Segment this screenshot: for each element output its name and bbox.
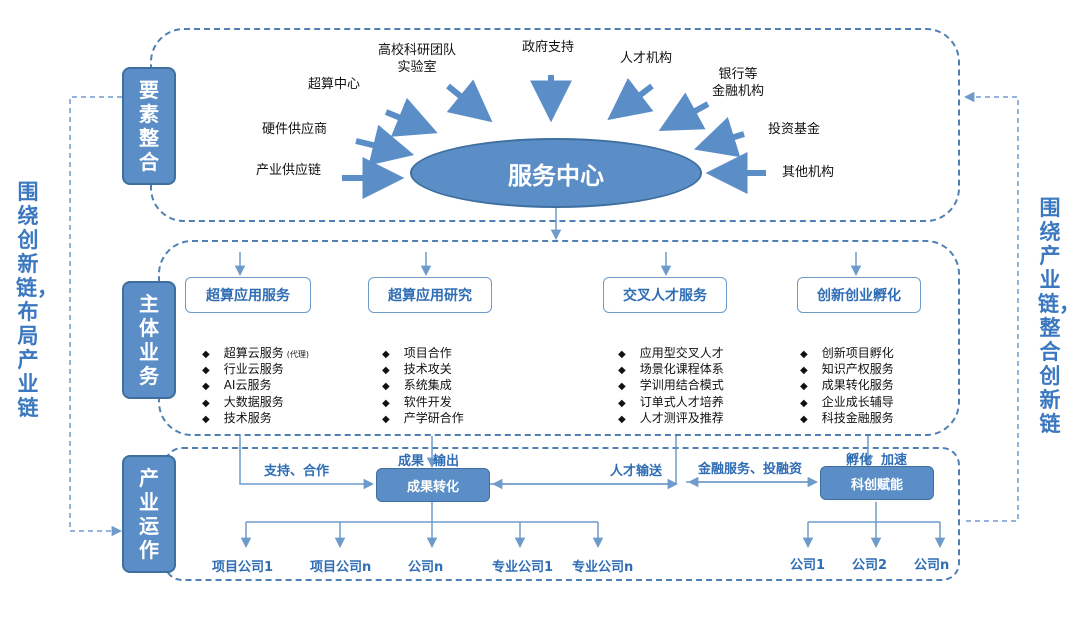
list-item: 人才测评及推荐	[618, 411, 724, 427]
agent-note: (代理)	[286, 350, 309, 359]
right-side-caption: 围绕产业链，整合创新链	[1038, 196, 1080, 436]
service-list-app-service: 超算云服务(代理) 行业云服务 AI云服务 大数据服务 技术服务	[202, 346, 309, 427]
company-professional-1: 专业公司1	[492, 560, 554, 575]
incubation-acceleration-label: 孵化 加速	[846, 453, 908, 468]
list-item: 行业云服务	[202, 362, 309, 378]
list-item: 技术攻关	[382, 362, 464, 378]
list-item: 科技金融服务	[800, 411, 894, 427]
service-box-supercomputing-app-service: 超算应用服务	[185, 277, 311, 313]
section-tab-main-business: 主体业务	[122, 281, 176, 399]
list-item: 场景化课程体系	[618, 362, 724, 378]
list-item: 成果转化服务	[800, 378, 894, 394]
sci-tech-empowerment-box: 科创赋能	[820, 466, 934, 500]
source-government: 政府支持	[522, 40, 575, 55]
company-2: 公司2	[852, 558, 888, 573]
service-list-app-research: 项目合作 技术攻关 系统集成 软件开发 产学研合作	[382, 346, 464, 427]
left-side-caption: 围绕创新链，布局产业链	[16, 180, 58, 420]
list-item: 软件开发	[382, 395, 464, 411]
source-university: 高校科研团队 实验室	[378, 43, 457, 75]
source-supercomputing-center: 超算中心	[308, 77, 361, 92]
finance-investment-label: 金融服务、投融资	[698, 462, 803, 477]
list-item: 产学研合作	[382, 411, 464, 427]
source-hardware: 硬件供应商	[262, 122, 328, 137]
company-project-1: 项目公司1	[212, 560, 274, 575]
section-tab-factor-integration: 要素整合	[122, 67, 176, 185]
achievement-output-label: 成果 输出	[398, 454, 460, 469]
service-box-supercomputing-app-research: 超算应用研究	[368, 277, 492, 313]
list-item: 企业成长辅导	[800, 395, 894, 411]
support-cooperation-label: 支持、合作	[264, 464, 330, 479]
service-list-cross-talent: 应用型交叉人才 场景化课程体系 学训用结合模式 订单式人才培养 人才测评及推荐	[618, 346, 724, 427]
list-item: 大数据服务	[202, 395, 309, 411]
talent-delivery-label: 人才输送	[610, 464, 663, 479]
list-item: 项目合作	[382, 346, 464, 362]
source-investment-fund: 投资基金	[768, 122, 821, 137]
company-n-right: 公司n	[914, 558, 950, 573]
service-center: 服务中心	[410, 138, 702, 208]
service-box-cross-talent-service: 交叉人才服务	[603, 277, 727, 313]
section-tab-industry-operation: 产业运作	[122, 455, 176, 573]
company-1: 公司1	[790, 558, 826, 573]
list-item: 订单式人才培养	[618, 395, 724, 411]
list-item: 应用型交叉人才	[618, 346, 724, 362]
source-other: 其他机构	[782, 165, 835, 180]
source-supply-chain: 产业供应链	[256, 163, 322, 178]
company-n-left: 公司n	[408, 560, 444, 575]
service-list-incubation: 创新项目孵化 知识产权服务 成果转化服务 企业成长辅导 科技金融服务	[800, 346, 894, 427]
company-professional-n: 专业公司n	[572, 560, 634, 575]
list-item: 知识产权服务	[800, 362, 894, 378]
service-box-innovation-incubation: 创新创业孵化	[797, 277, 921, 313]
list-item: 超算云服务(代理)	[202, 346, 309, 362]
list-item: 系统集成	[382, 378, 464, 394]
list-item: 学训用结合模式	[618, 378, 724, 394]
list-item: 技术服务	[202, 411, 309, 427]
company-project-n: 项目公司n	[310, 560, 372, 575]
source-bank: 银行等 金融机构	[712, 67, 765, 99]
source-talent-org: 人才机构	[620, 51, 673, 66]
achievement-transformation-box: 成果转化	[376, 468, 490, 502]
input-arrows	[342, 75, 766, 199]
list-item: AI云服务	[202, 378, 309, 394]
list-item: 创新项目孵化	[800, 346, 894, 362]
